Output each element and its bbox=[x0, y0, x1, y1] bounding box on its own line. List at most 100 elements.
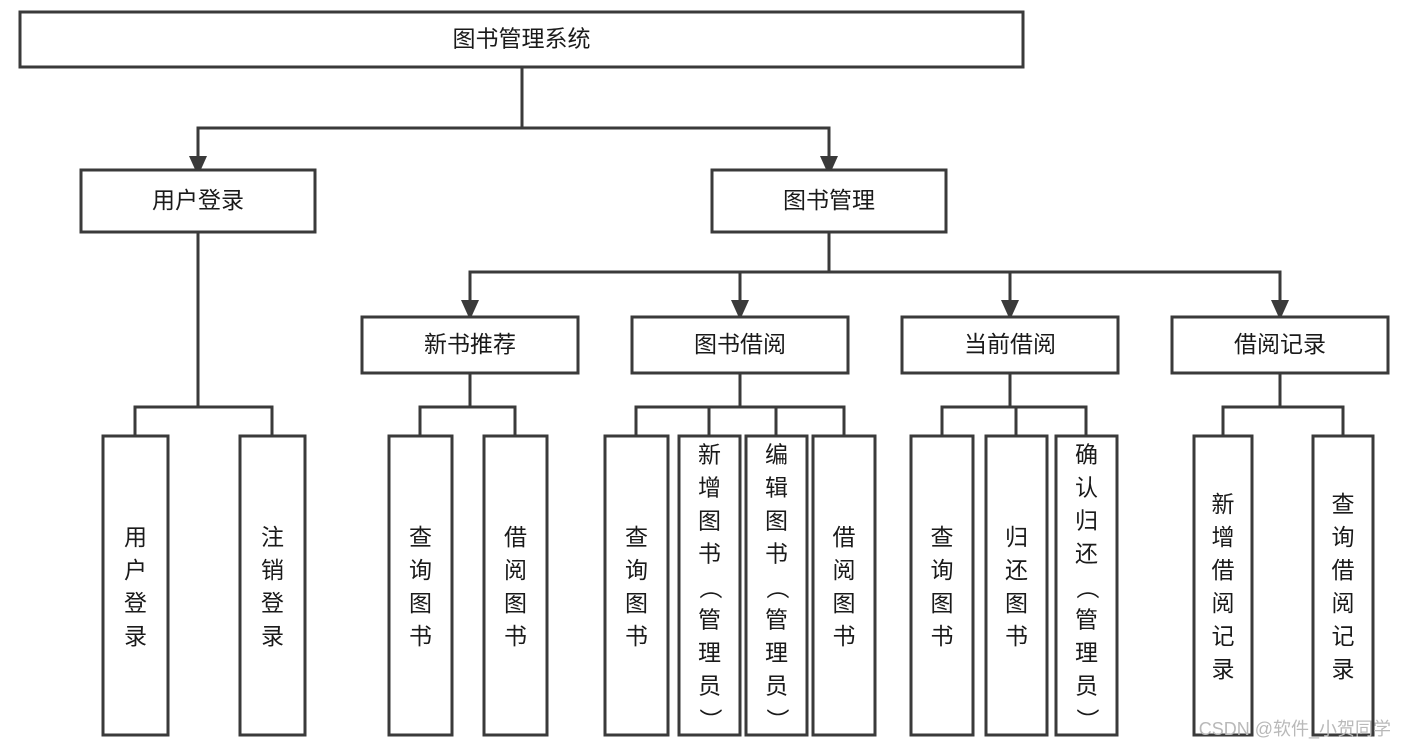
node-box-user-login[interactable] bbox=[79, 168, 317, 234]
node-current-borrow[interactable]: 当前借阅 bbox=[900, 315, 1120, 375]
svg-text:）: ） bbox=[765, 708, 791, 731]
svg-text:录: 录 bbox=[124, 623, 147, 649]
node-root[interactable]: 图书管理系统 bbox=[18, 10, 1025, 69]
node-box-leaf-edit-book[interactable] bbox=[744, 434, 809, 737]
node-box-leaf-confirm-return[interactable] bbox=[1054, 434, 1119, 737]
connector-level1-to-level2 bbox=[468, 230, 1282, 274]
svg-text:录: 录 bbox=[1332, 656, 1355, 682]
arrow-head-icon bbox=[731, 300, 749, 320]
node-box-leaf-borrow-book-1[interactable] bbox=[482, 434, 549, 737]
svg-text:询: 询 bbox=[931, 557, 954, 583]
node-box-borrow-record[interactable] bbox=[1170, 315, 1390, 375]
svg-text:图: 图 bbox=[504, 590, 527, 616]
node-borrow-record[interactable]: 借阅记录 bbox=[1170, 315, 1390, 375]
node-box-leaf-query-book-3[interactable] bbox=[909, 434, 975, 737]
svg-text:归: 归 bbox=[1005, 524, 1028, 550]
node-box-leaf-add-book[interactable] bbox=[677, 434, 742, 737]
svg-text:辑: 辑 bbox=[765, 475, 788, 501]
svg-text:询: 询 bbox=[1332, 524, 1355, 550]
node-leaf-user-login[interactable]: 用户登录 bbox=[101, 434, 170, 737]
arrow-head-icon bbox=[1001, 300, 1019, 320]
connector-group-book-borrow bbox=[634, 371, 846, 409]
arrow-head-icon bbox=[820, 156, 838, 176]
node-box-leaf-return-book[interactable] bbox=[984, 434, 1049, 737]
node-book-manage[interactable]: 图书管理 bbox=[710, 168, 948, 234]
svg-text:借: 借 bbox=[1332, 557, 1355, 583]
svg-text:登: 登 bbox=[124, 590, 147, 616]
connector-group-current-borrow bbox=[940, 371, 1088, 409]
node-box-new-book-recommend[interactable] bbox=[360, 315, 580, 375]
svg-text:阅: 阅 bbox=[1332, 590, 1355, 616]
svg-text:管: 管 bbox=[765, 607, 788, 633]
svg-text:新: 新 bbox=[698, 442, 721, 468]
svg-text:书: 书 bbox=[931, 623, 954, 649]
svg-text:阅: 阅 bbox=[504, 557, 527, 583]
node-label-book-borrow: 图书借阅 bbox=[694, 331, 786, 357]
node-box-leaf-query-borrow-record[interactable] bbox=[1311, 434, 1375, 737]
svg-text:员: 员 bbox=[698, 673, 721, 699]
svg-text:查: 查 bbox=[625, 524, 648, 550]
svg-text:还: 还 bbox=[1005, 557, 1028, 583]
node-label-borrow-record: 借阅记录 bbox=[1234, 331, 1326, 357]
node-box-leaf-borrow-book-2[interactable] bbox=[811, 434, 877, 737]
svg-text:还: 还 bbox=[1075, 541, 1098, 567]
node-box-leaf-add-borrow-record[interactable] bbox=[1192, 434, 1254, 737]
node-label-user-login: 用户登录 bbox=[152, 187, 244, 213]
svg-text:借: 借 bbox=[504, 524, 527, 550]
node-box-leaf-query-book-2[interactable] bbox=[603, 434, 670, 737]
node-layer: 图书管理系统用户登录图书管理新书推荐图书借阅当前借阅借阅记录用户登录注销登录查询… bbox=[18, 10, 1390, 737]
node-label-leaf-user-login: 用户登录 bbox=[124, 524, 147, 649]
svg-text:管: 管 bbox=[698, 607, 721, 633]
svg-text:询: 询 bbox=[625, 557, 648, 583]
svg-text:书: 书 bbox=[833, 623, 856, 649]
svg-text:借: 借 bbox=[1212, 557, 1235, 583]
svg-text:录: 录 bbox=[261, 623, 284, 649]
svg-text:录: 录 bbox=[1212, 656, 1235, 682]
svg-text:阅: 阅 bbox=[1212, 590, 1235, 616]
connector-group-new-book-recommend bbox=[418, 371, 517, 409]
node-box-book-borrow[interactable] bbox=[630, 315, 850, 375]
svg-text:认: 认 bbox=[1075, 475, 1098, 501]
svg-text:图: 图 bbox=[1005, 590, 1028, 616]
svg-text:阅: 阅 bbox=[833, 557, 856, 583]
node-label-current-borrow: 当前借阅 bbox=[964, 331, 1056, 357]
svg-text:书: 书 bbox=[765, 541, 788, 567]
node-box-book-manage[interactable] bbox=[710, 168, 948, 234]
node-new-book-recommend[interactable]: 新书推荐 bbox=[360, 315, 580, 375]
svg-text:查: 查 bbox=[409, 524, 432, 550]
node-book-borrow[interactable]: 图书借阅 bbox=[630, 315, 850, 375]
svg-text:）: ） bbox=[698, 708, 724, 731]
node-box-leaf-user-login[interactable] bbox=[101, 434, 170, 737]
node-user-login[interactable]: 用户登录 bbox=[79, 168, 317, 234]
node-box-leaf-query-book-1[interactable] bbox=[387, 434, 454, 737]
connector-root-to-level1 bbox=[196, 65, 831, 130]
svg-text:书: 书 bbox=[1005, 623, 1028, 649]
svg-text:（: （ bbox=[698, 576, 724, 599]
svg-text:图: 图 bbox=[931, 590, 954, 616]
svg-text:书: 书 bbox=[698, 541, 721, 567]
svg-text:（: （ bbox=[1075, 576, 1101, 599]
connector-group-user-login bbox=[133, 230, 274, 409]
svg-text:记: 记 bbox=[1212, 623, 1235, 649]
node-box-root[interactable] bbox=[18, 10, 1025, 69]
node-box-current-borrow[interactable] bbox=[900, 315, 1120, 375]
node-box-leaf-user-logout[interactable] bbox=[238, 434, 307, 737]
